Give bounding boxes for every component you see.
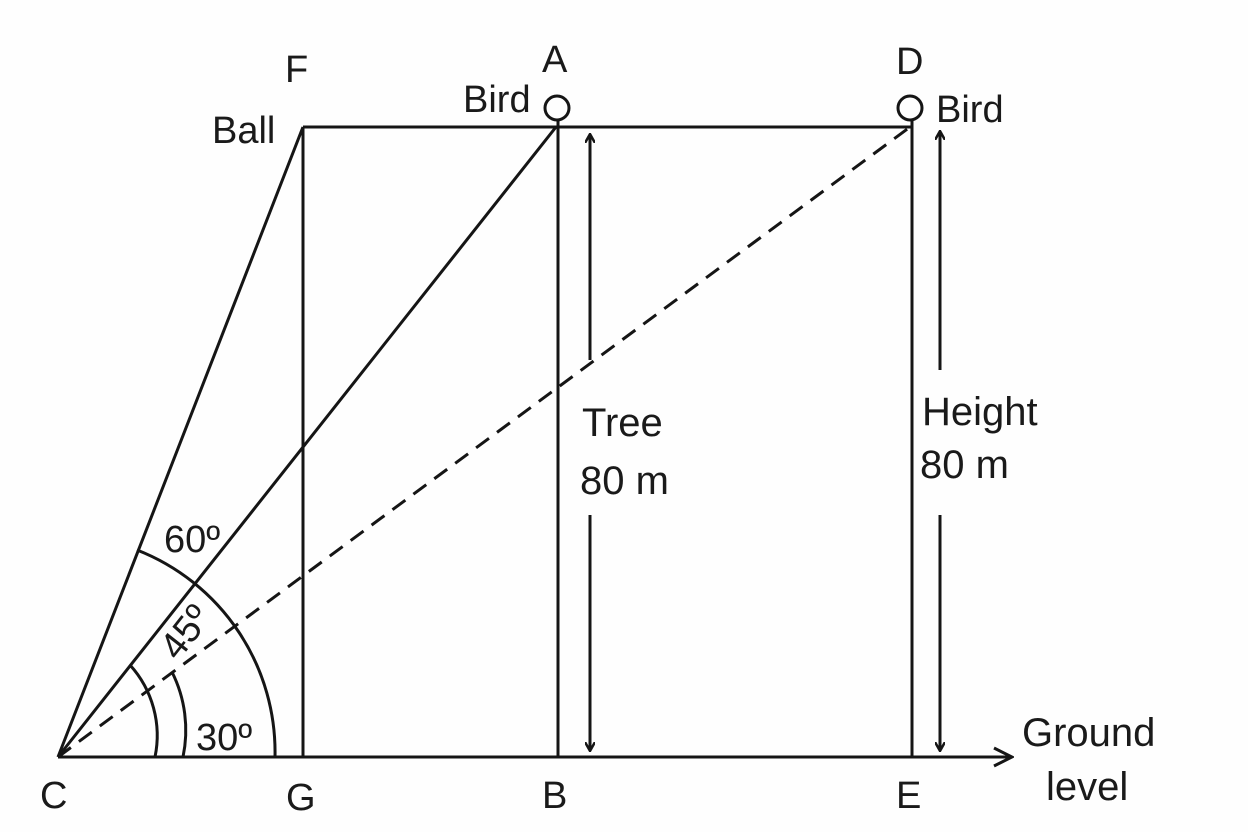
point-a: A	[542, 39, 568, 81]
angle-30-label: 30º	[196, 717, 252, 759]
ball-label: Ball	[212, 110, 275, 152]
point-c: C	[40, 775, 67, 817]
level-label: level	[1046, 765, 1128, 809]
point-d: D	[896, 41, 923, 83]
bird-d-circle	[896, 94, 924, 122]
bird-d-label: Bird	[936, 89, 1004, 131]
angle-45-label: 45º	[152, 597, 220, 667]
ground-label: Ground	[1022, 711, 1155, 755]
height-label: Height	[922, 390, 1038, 434]
angle-60-label: 60º	[164, 519, 220, 561]
point-f: F	[285, 49, 308, 91]
line-cd-dashed	[57, 125, 911, 759]
arc-60	[136, 548, 277, 758]
tree-height-label: 80 m	[580, 459, 669, 503]
arc-45	[128, 663, 159, 758]
height-value-label: 80 m	[920, 443, 1009, 487]
bird-a-label: Bird	[463, 79, 531, 121]
tree-label: Tree	[582, 401, 663, 445]
bird-a-circle	[543, 94, 571, 122]
line-cf	[56, 126, 305, 758]
point-b: B	[542, 775, 567, 817]
line-ca	[56, 126, 558, 758]
point-g: G	[286, 777, 316, 819]
point-e: E	[896, 775, 921, 817]
arc-30	[170, 671, 188, 758]
